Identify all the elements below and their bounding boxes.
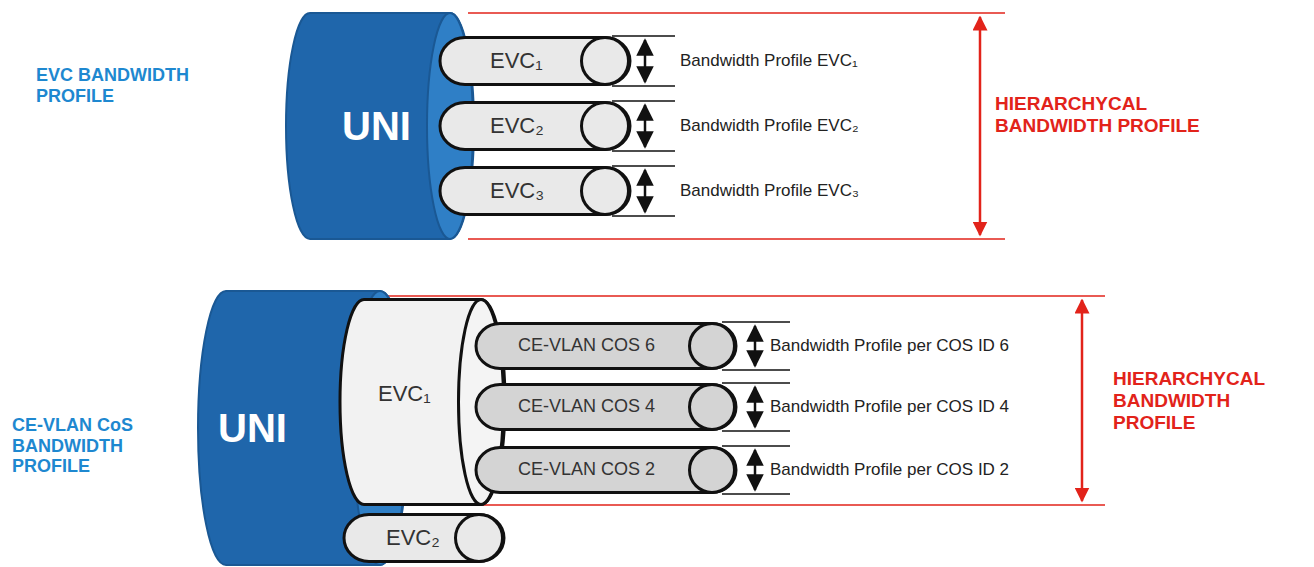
section-title: CE-VLAN CoS BANDWIDTH PROFILE: [12, 415, 152, 477]
node-label: EVC₂: [490, 114, 544, 138]
evc-pipe: EVC₃: [440, 166, 630, 216]
node-label: UNI: [218, 406, 287, 450]
section-title: HIERARCHYCAL BANDWIDTH PROFILE: [995, 93, 1215, 137]
cylinder-body: [440, 103, 630, 150]
bandwidth-arrow: [754, 326, 757, 490]
cylinder-face: [690, 448, 735, 493]
evc-pipe: EVC₂: [440, 101, 630, 151]
cylinder-face: [456, 515, 503, 562]
node-label: EVC₁: [490, 49, 543, 73]
cylinder-face: [582, 38, 629, 85]
cylinder-body: [344, 515, 504, 562]
bandwidth-label: Bandwidth Profile EVC₂: [680, 116, 859, 136]
node-label: CE-VLAN COS 2: [518, 460, 655, 480]
cylinder-body: [440, 38, 630, 85]
cylinder-body: [440, 168, 630, 215]
cylinder-face: [690, 324, 735, 369]
node-label: CE-VLAN COS 6: [518, 336, 655, 356]
hierarchical-arrow: [979, 17, 982, 235]
node-label: EVC₃: [490, 179, 544, 203]
node-label: CE-VLAN COS 4: [518, 397, 655, 417]
evc-pipe: EVC₁: [440, 36, 630, 86]
bandwidth-label: Bandwidth Profile per COS ID 4: [770, 397, 1009, 417]
hierarchical-bracket: [372, 296, 1105, 505]
node-label: EVC₂: [386, 526, 440, 550]
cylinder-body: [476, 448, 736, 493]
bandwidth-label: Bandwidth Profile EVC₃: [680, 181, 859, 201]
bandwidth-label: Bandwidth Profile per COS ID 2: [770, 460, 1009, 480]
cos-pipe: CE-VLAN COS 6: [476, 322, 736, 370]
cos-pipe: CE-VLAN COS 4: [476, 383, 736, 431]
cylinder-face: [582, 168, 629, 215]
node-label: UNI: [342, 104, 411, 148]
bandwidth-label: Bandwidth Profile EVC₁: [680, 51, 858, 71]
cos-pipe: CE-VLAN COS 2: [476, 446, 736, 494]
cylinder-face: [690, 385, 735, 430]
bandwidth-label: Bandwidth Profile per COS ID 6: [770, 336, 1009, 356]
cylinder-body: [476, 324, 736, 369]
hierarchical-arrow: [1081, 300, 1084, 501]
evc-pipe: EVC₂: [344, 513, 504, 563]
section-title: HIERARCHYCAL BANDWIDTH PROFILE: [1113, 368, 1291, 434]
section-title: EVC BANDWIDTH PROFILE: [36, 65, 196, 106]
node-label: EVC₁: [378, 382, 431, 406]
bandwidth-arrow: [644, 40, 647, 212]
cylinder-body: [476, 385, 736, 430]
cylinder-face: [582, 103, 629, 150]
